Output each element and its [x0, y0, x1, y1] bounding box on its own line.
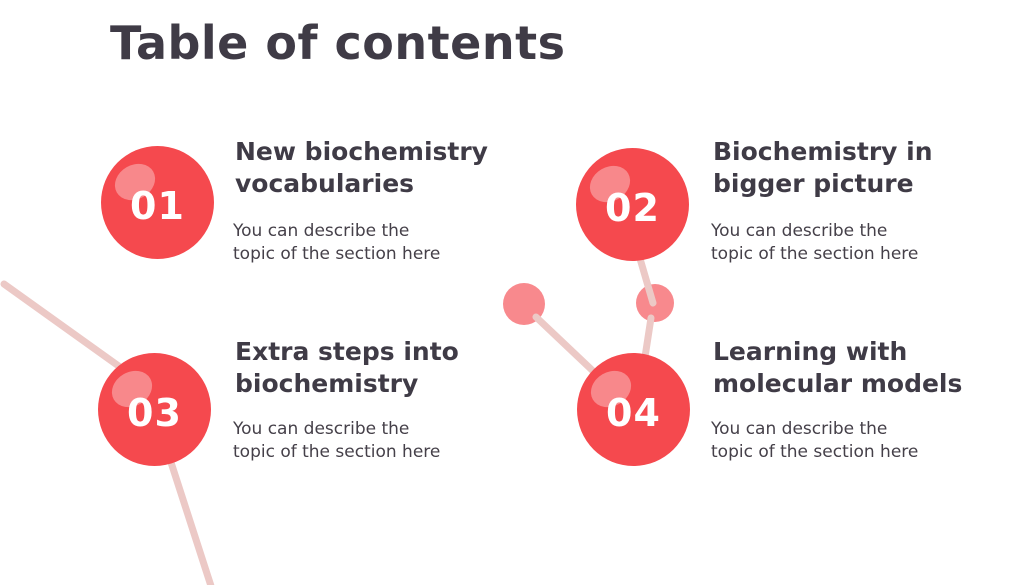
molecule-node-left	[503, 283, 545, 325]
toc-item-02-description: You can describe the topic of the sectio…	[711, 221, 919, 264]
toc-item-04-number: 04	[606, 390, 661, 435]
connector-line	[163, 446, 215, 585]
toc-item-01-number: 01	[130, 183, 185, 228]
toc-item-03-number: 03	[127, 390, 182, 435]
toc-item-04-description: You can describe the topic of the sectio…	[711, 419, 919, 462]
connector-line	[532, 313, 597, 375]
toc-item-03-circle: 03	[98, 353, 211, 466]
toc-item-03-title: Extra steps into biochemistry	[235, 337, 459, 398]
toc-item-03-description: You can describe the topic of the sectio…	[233, 419, 441, 462]
connector-line	[641, 314, 655, 361]
page-title: Table of contents	[110, 16, 566, 70]
toc-item-02-title: Biochemistry in bigger picture	[713, 137, 933, 198]
toc-item-04-title: Learning with molecular models	[713, 337, 963, 398]
toc-item-01-description: You can describe the topic of the sectio…	[233, 221, 441, 264]
toc-item-02-number: 02	[605, 185, 660, 230]
toc-item-02-circle: 02	[576, 148, 689, 261]
molecule-node-right	[636, 284, 674, 322]
toc-item-01-circle: 01	[101, 146, 214, 259]
connector-line	[0, 280, 124, 371]
toc-item-01-title: New biochemistry vocabularies	[235, 137, 488, 198]
toc-item-04-circle: 04	[577, 353, 690, 466]
